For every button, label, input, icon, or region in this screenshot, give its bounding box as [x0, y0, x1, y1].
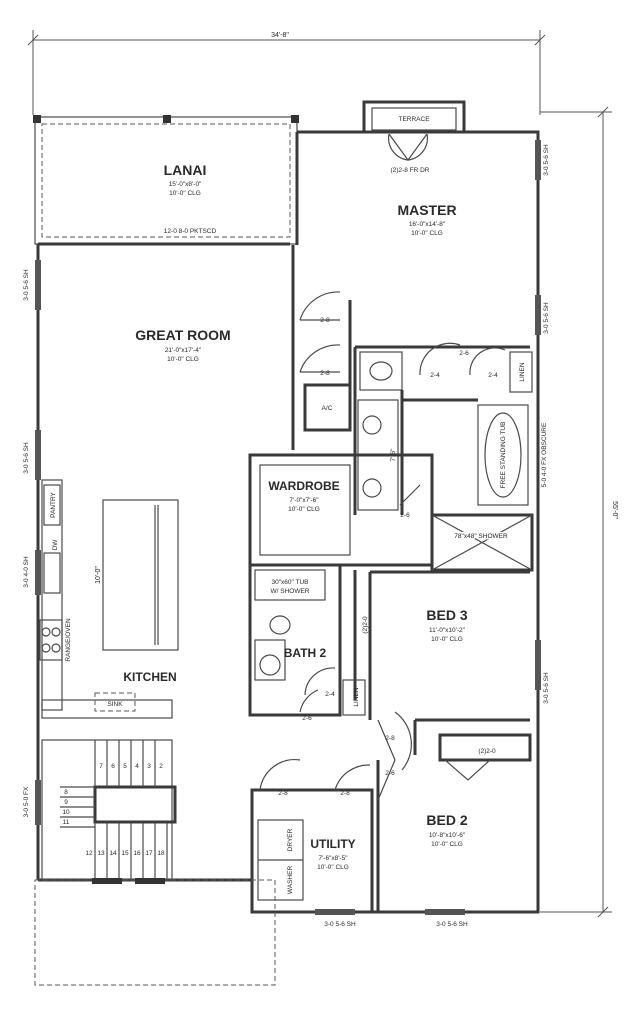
terrace-label: TERRACE [398, 116, 430, 123]
wardrobe-size: 7'-0"x7'-6" [289, 497, 319, 504]
dw-label: DW [52, 539, 59, 551]
lanai-slider-label: 12-0 8-0 PKTSCD [164, 228, 217, 235]
fixture-labels: A/C 7'-6" 30"x60" TUB W/ SHOWER 12-0 8-0… [164, 228, 548, 595]
stair-5: 5 [123, 763, 127, 770]
stair-12: 12 [85, 850, 93, 857]
bed3-name: BED 3 [426, 607, 467, 623]
lanai-name: LANAI [164, 162, 207, 178]
shower-label: 78"x48" SHOWER [454, 533, 508, 540]
window-label: 3-0 4-0 SH [23, 556, 30, 588]
dimension-lines: 34'-8" 55'-0" [27, 30, 618, 918]
door-label: 2-6 [459, 350, 469, 357]
stair-2: 2 [159, 763, 163, 770]
door-label: 2-6 [400, 512, 410, 519]
master-name: MASTER [397, 202, 456, 218]
stair-10: 10 [62, 809, 70, 816]
great-room-ceiling: 10'-0" CLG [167, 356, 199, 363]
stair-8: 8 [64, 789, 68, 796]
door-label: 2-8 [340, 790, 350, 797]
stairs: 7 6 5 4 3 2 8 9 10 11 12 13 14 15 16 17 … [34, 739, 276, 986]
ac-label: A/C [322, 405, 333, 412]
windows: 3-0 5-6 SH 3-0 5-6 SH 3-0 5-6 SH 3-0 5-6… [23, 140, 550, 928]
fixed-window-label: 5-0 4-0 FX OBSCURE [541, 422, 548, 487]
stair-6: 6 [111, 763, 115, 770]
sink-label: SINK [107, 701, 123, 708]
door-label: 2-8 [278, 790, 288, 797]
washer-label: WASHER [287, 866, 294, 895]
bed2-name: BED 2 [426, 812, 467, 828]
bath2-name: BATH 2 [284, 646, 327, 660]
door-label: 2-4 [430, 372, 440, 379]
utility-size: 7'-6"x8'-5" [318, 855, 348, 862]
window-label: 3-0 5-6 SH [324, 921, 356, 928]
vanity-dim: 7'-6" [390, 448, 397, 462]
utility-ceiling: 10'-0" CLG [317, 864, 349, 871]
wardrobe-name: WARDROBE [268, 479, 339, 493]
linen-label: LINEN [519, 362, 526, 381]
bed3-size: 11'-0"x10'-2" [429, 627, 466, 634]
door-swings [259, 291, 506, 801]
stair-9: 9 [64, 799, 68, 806]
door-label: (2)2-0 [362, 616, 369, 634]
overall-width-label: 34'-8" [271, 32, 289, 39]
master-door-label: (2)2-8 FR DR [390, 167, 429, 174]
room-labels: LANAI 15'-0"x8'-0" 10'-0" CLG MASTER 16'… [123, 162, 468, 871]
door-labels: 2-8 2-8 2-6 2-4 2-4 2-6 (2)2-0 2-4 2-6 2… [278, 317, 498, 797]
door-label: 2-8 [385, 735, 395, 742]
window-label: 3-0 5-6 SH [436, 921, 468, 928]
stair-17: 17 [145, 850, 153, 857]
terrace: TERRACE [362, 100, 466, 134]
tub-label-2: W/ SHOWER [271, 588, 310, 595]
master-french-door: (2)2-8 FR DR [388, 133, 430, 174]
door-label: 2-4 [488, 372, 498, 379]
door-label: (2)2-0 [478, 748, 496, 755]
stair-16: 16 [133, 850, 141, 857]
bed3-ceiling: 10'-0" CLG [431, 636, 463, 643]
range-label: RANGE/OVEN [65, 618, 72, 662]
stair-18: 18 [157, 850, 165, 857]
wardrobe-ceiling: 10'-0" CLG [288, 506, 320, 513]
master-size: 16'-0"x14'-8" [409, 221, 446, 228]
kitchen-name: KITCHEN [123, 670, 176, 684]
door-label: 2-6 [385, 770, 395, 777]
interior-walls: FREE STANDING TUB LINEN 78"x48" SHOWER L… [248, 245, 534, 914]
lanai-size: 15'-0"x8'-0" [169, 181, 202, 188]
door-label: 2-8 [320, 317, 330, 324]
linen2-label: LINEN [353, 687, 360, 706]
window-label: 3-0 5-6 SH [23, 269, 30, 301]
stair-14: 14 [109, 850, 117, 857]
bed2-size: 10'-8"x10'-6" [429, 832, 466, 839]
tub-label: 30"x60" TUB [271, 579, 308, 586]
overall-depth-label: 55'-0" [611, 501, 618, 519]
dryer-label: DRYER [287, 828, 294, 851]
great-room-name: GREAT ROOM [135, 327, 230, 343]
stair-3: 3 [147, 763, 151, 770]
door-label: 2-6 [302, 715, 312, 722]
stair-15: 15 [121, 850, 129, 857]
stair-4: 4 [135, 763, 139, 770]
kitchen-area: PANTRY DW RANGE/OVEN SINK 10'-0" [39, 479, 179, 719]
bed2-ceiling: 10'-0" CLG [431, 841, 463, 848]
free-tub-label: FREE STANDING TUB [500, 422, 507, 489]
stair-11: 11 [63, 819, 70, 826]
window-label: 3-0 5-6 SH [23, 442, 30, 474]
stair-7: 7 [99, 763, 103, 770]
window-label: 3-0 5-6 SH [543, 672, 550, 704]
window-label: 3-0 5-0 FX [23, 786, 30, 817]
door-label: 2-8 [320, 370, 330, 377]
lanai-ceiling: 10'-0" CLG [169, 190, 201, 197]
window-label: 3-0 5-6 SH [543, 302, 550, 334]
pantry-label: PANTRY [50, 491, 57, 517]
island-dim: 10'-0" [95, 566, 102, 584]
window-label: 3-0 5-6 SH [543, 144, 550, 176]
door-label: 2-4 [325, 691, 335, 698]
utility-name: UTILITY [310, 837, 355, 851]
great-room-size: 21'-0"x17'-4" [165, 347, 202, 354]
stair-13: 13 [97, 850, 105, 857]
master-ceiling: 10'-0" CLG [411, 230, 443, 237]
